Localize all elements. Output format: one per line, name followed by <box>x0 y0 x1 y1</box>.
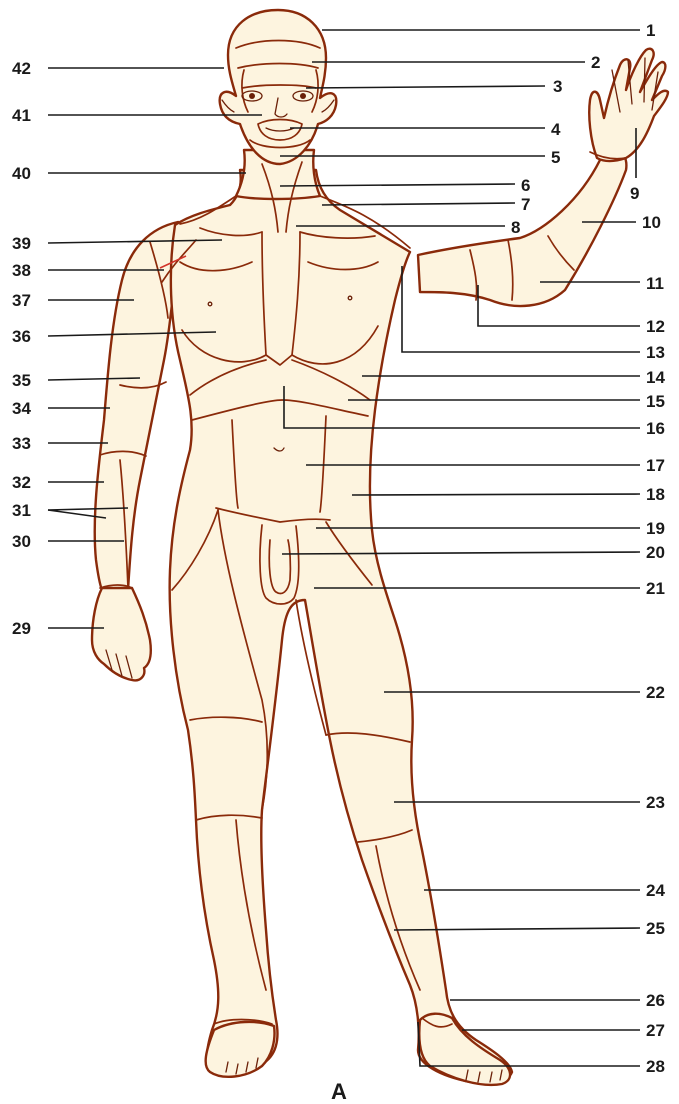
label-25: 25 <box>646 919 665 938</box>
label-12: 12 <box>646 317 665 336</box>
left-foot <box>206 1022 275 1077</box>
label-27: 27 <box>646 1021 665 1040</box>
label-15: 15 <box>646 392 665 411</box>
label-29: 29 <box>12 619 31 638</box>
body-figure <box>92 10 668 1085</box>
label-8: 8 <box>511 218 520 237</box>
hanging-hand <box>92 588 151 680</box>
label-13: 13 <box>646 343 665 362</box>
torso-and-legs <box>170 170 512 1084</box>
label-26: 26 <box>646 991 665 1010</box>
label-5: 5 <box>551 148 560 167</box>
label-32: 32 <box>12 473 31 492</box>
label-24: 24 <box>646 881 665 900</box>
label-10: 10 <box>642 213 661 232</box>
label-37: 37 <box>12 291 31 310</box>
label-18: 18 <box>646 485 665 504</box>
label-1: 1 <box>646 21 655 40</box>
label-22: 22 <box>646 683 665 702</box>
figure-caption: A <box>331 1079 347 1104</box>
label-2: 2 <box>591 53 600 72</box>
label-17: 17 <box>646 456 665 475</box>
label-11: 11 <box>646 274 664 293</box>
label-30: 30 <box>12 532 31 551</box>
label-39: 39 <box>12 234 31 253</box>
label-41: 41 <box>12 106 31 125</box>
label-42: 42 <box>12 59 31 78</box>
label-3: 3 <box>553 77 562 96</box>
label-7: 7 <box>521 195 530 214</box>
label-4: 4 <box>551 120 561 139</box>
label-20: 20 <box>646 543 665 562</box>
label-21: 21 <box>646 579 665 598</box>
label-38: 38 <box>12 261 31 280</box>
label-31: 31 <box>12 501 31 520</box>
label-28: 28 <box>646 1057 665 1076</box>
label-35: 35 <box>12 371 31 390</box>
label-36: 36 <box>12 327 31 346</box>
label-6: 6 <box>521 176 530 195</box>
label-23: 23 <box>646 793 665 812</box>
label-14: 14 <box>646 368 665 387</box>
label-34: 34 <box>12 399 31 418</box>
label-19: 19 <box>646 519 665 538</box>
label-40: 40 <box>12 164 31 183</box>
label-16: 16 <box>646 419 665 438</box>
label-9: 9 <box>630 184 639 203</box>
label-33: 33 <box>12 434 31 453</box>
